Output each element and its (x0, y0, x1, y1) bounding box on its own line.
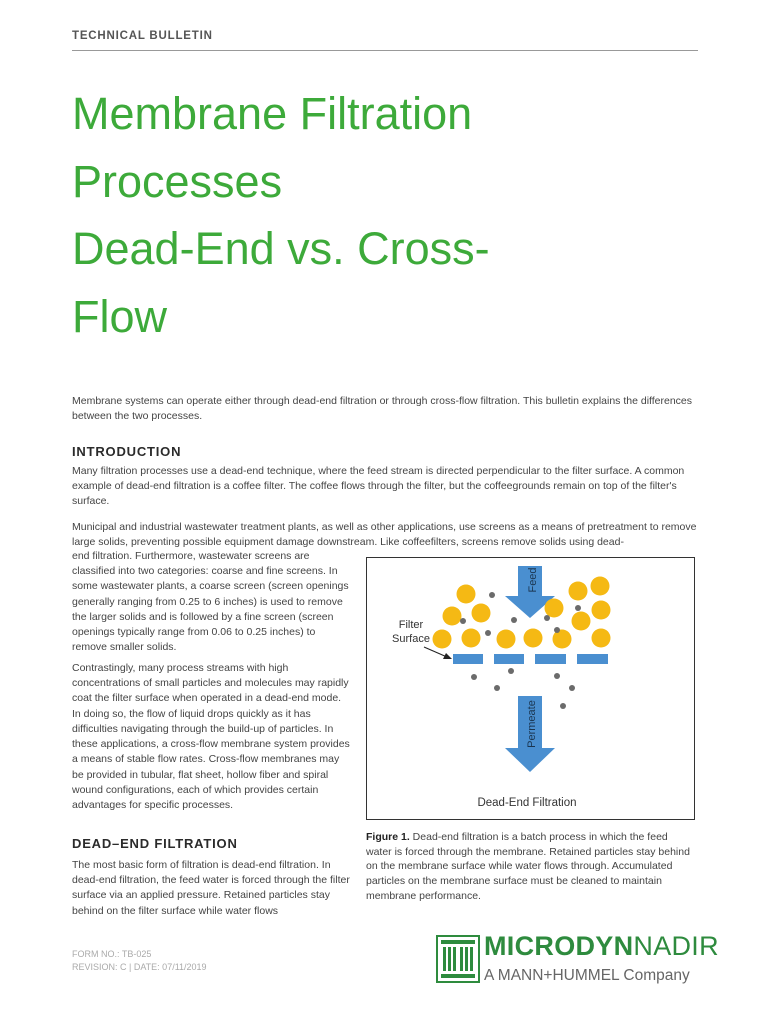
brand-name-bold: MICRODYN (484, 931, 634, 961)
header-rule (72, 50, 698, 51)
large-particle (456, 584, 476, 604)
small-particle (575, 605, 581, 611)
small-particle (508, 668, 514, 674)
revision-date: REVISION: C | DATE: 07/11/2019 (72, 961, 207, 972)
page-title: Membrane Filtration Processes Dead-End v… (72, 80, 692, 350)
header-label: TECHNICAL BULLETIN (72, 30, 213, 42)
large-particles (432, 576, 611, 649)
permeate-arrow (505, 696, 555, 772)
form-info: FORM NO.: TB-025 REVISION: C | DATE: 07/… (72, 948, 207, 973)
large-particle (496, 629, 516, 649)
brand-logo-mark (436, 935, 480, 988)
filter-label-line-2: Surface (392, 633, 430, 645)
dead-end-heading: DEAD–END FILTRATION (72, 836, 238, 851)
filter-membrane (453, 654, 608, 664)
figure-dead-end-diagram: Feed (366, 557, 695, 820)
large-particle (461, 628, 481, 648)
large-particle (471, 603, 491, 623)
filter-pointer-arrowhead (443, 653, 452, 659)
large-particle (523, 628, 543, 648)
title-line-1: Membrane Filtration (72, 88, 473, 139)
form-number: FORM NO.: TB-025 (72, 949, 152, 959)
small-particle (554, 627, 560, 633)
large-particle (591, 628, 611, 648)
dead-end-diagram: Feed (392, 566, 611, 809)
large-particle (544, 598, 564, 618)
diagram-title: Dead-End Filtration (477, 797, 576, 809)
feed-arrow (505, 566, 555, 618)
filter-pointer-line (423, 646, 448, 658)
permeate-label: Permeate (526, 700, 538, 748)
large-particle (591, 600, 611, 620)
small-particle (544, 615, 550, 621)
introduction-paragraph-2-continued: end filtration. Furthermore, wastewater … (72, 550, 349, 654)
dead-end-paragraph: The most basic form of filtration is dea… (72, 859, 350, 917)
membrane-segment (453, 654, 483, 664)
title-line-2: Processes (72, 155, 283, 207)
small-particle (569, 685, 575, 691)
introduction-paragraph-1: Many filtration processes use a dead-end… (72, 465, 685, 508)
introduction-paragraph-2: Municipal and industrial wastewater trea… (72, 521, 697, 549)
large-particle (568, 581, 588, 601)
title-line-3: Dead-End vs. Cross- (72, 223, 490, 274)
large-particle (442, 606, 462, 626)
small-particle (560, 703, 566, 709)
figure-caption-text: Dead-end filtration is a batch process i… (366, 831, 690, 902)
large-particle (571, 611, 591, 631)
title-line-4: Flow (72, 290, 168, 342)
small-particle (471, 674, 477, 680)
figure-caption-label: Figure 1. (366, 831, 410, 843)
large-particle (552, 629, 572, 649)
small-particle (554, 673, 560, 679)
filter-label-line-1: Filter (399, 619, 424, 631)
feed-label: Feed (527, 567, 539, 592)
small-particle (511, 617, 517, 623)
small-particle (485, 630, 491, 636)
large-particle (432, 629, 452, 649)
large-particle (590, 576, 610, 596)
membrane-segment (535, 654, 566, 664)
small-particle (460, 618, 466, 624)
small-particles-permeate (471, 668, 575, 709)
introduction-paragraph-3: Contrastingly, many process streams with… (72, 662, 350, 811)
small-particles-retained (460, 592, 581, 636)
membrane-segment (494, 654, 524, 664)
small-particle (489, 592, 495, 598)
figure-caption: Figure 1. Dead-end filtration is a batch… (366, 830, 694, 903)
brand-name-light: NADIR (633, 931, 719, 961)
intro-paragraph: Membrane systems can operate either thro… (72, 395, 693, 423)
small-particle (494, 685, 500, 691)
introduction-heading: INTRODUCTION (72, 444, 182, 459)
brand-subtitle: A MANN+HUMMEL Company (484, 967, 690, 984)
brand-name: MICRODYNNADIR (484, 931, 719, 962)
logo-icon (436, 935, 480, 983)
membrane-segment (577, 654, 608, 664)
